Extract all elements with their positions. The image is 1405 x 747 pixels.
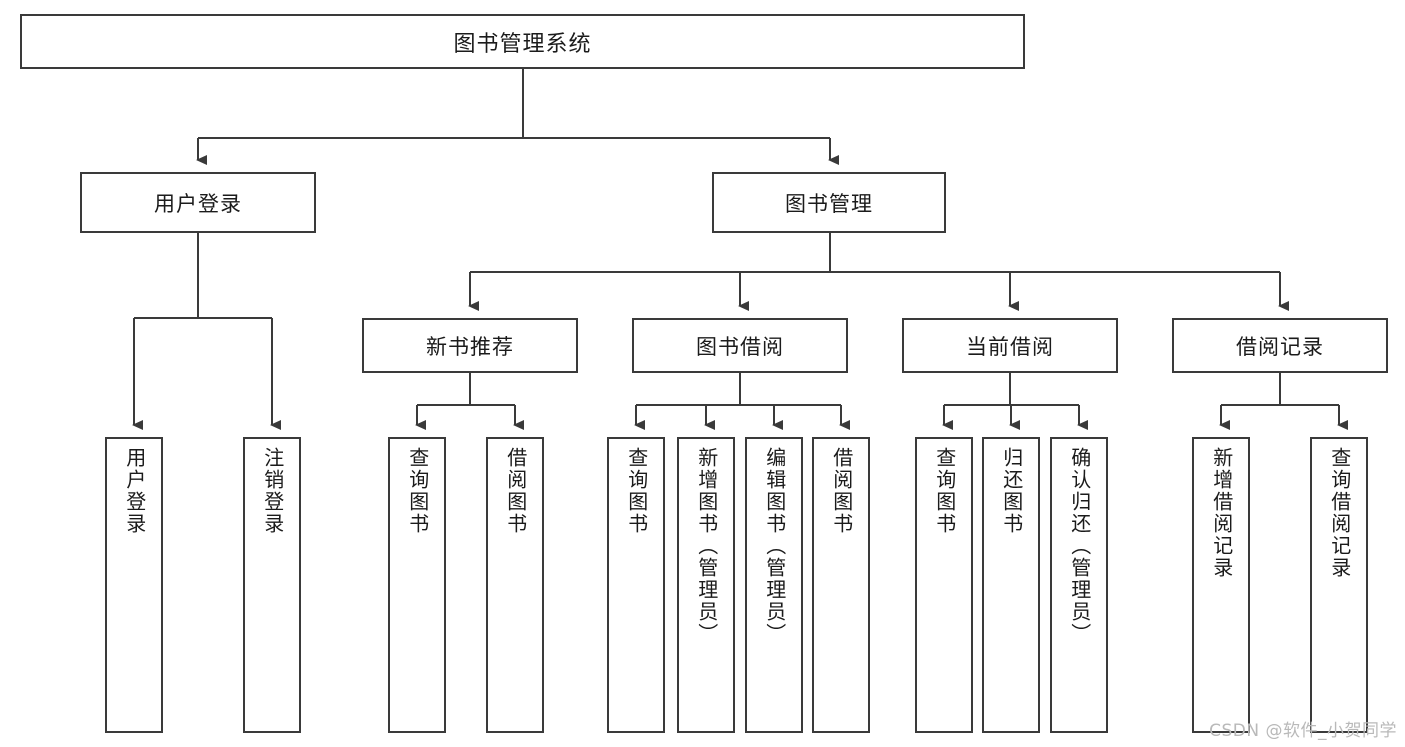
leaf-borrow-book-recommend-label: 借阅图书 [503, 447, 528, 535]
leaf-lend-book[interactable]: 借阅图书 [812, 437, 870, 733]
leaf-add-book-admin[interactable]: 新增图书（管理员） [677, 437, 735, 733]
leaf-add-borrow-record-label: 新增借阅记录 [1209, 447, 1234, 579]
leaf-add-book-admin-label: 新增图书（管理员） [694, 447, 719, 645]
node-root[interactable]: 图书管理系统 [20, 14, 1025, 69]
node-borrow-records[interactable]: 借阅记录 [1172, 318, 1388, 373]
node-user-login-label: 用户登录 [154, 191, 242, 216]
node-book-management[interactable]: 图书管理 [712, 172, 946, 233]
leaf-query-book-current[interactable]: 查询图书 [915, 437, 973, 733]
leaf-confirm-return-admin[interactable]: 确认归还（管理员） [1050, 437, 1108, 733]
node-book-borrow[interactable]: 图书借阅 [632, 318, 848, 373]
leaf-return-book[interactable]: 归还图书 [982, 437, 1040, 733]
leaf-logout[interactable]: 注销登录 [243, 437, 301, 733]
leaf-logout-label: 注销登录 [260, 447, 285, 535]
node-book-borrow-label: 图书借阅 [696, 334, 784, 359]
leaf-edit-book-admin-label: 编辑图书（管理员） [762, 447, 787, 645]
leaf-query-book-recommend-label: 查询图书 [405, 447, 430, 535]
node-borrow-records-label: 借阅记录 [1236, 334, 1324, 359]
node-current-borrow[interactable]: 当前借阅 [902, 318, 1118, 373]
leaf-query-book-borrow[interactable]: 查询图书 [607, 437, 665, 733]
leaf-query-book-borrow-label: 查询图书 [624, 447, 649, 535]
leaf-confirm-return-admin-label: 确认归还（管理员） [1067, 447, 1092, 645]
leaf-user-login-label: 用户登录 [122, 447, 147, 535]
node-new-book-recommend[interactable]: 新书推荐 [362, 318, 578, 373]
leaf-return-book-label: 归还图书 [999, 447, 1024, 535]
node-user-login[interactable]: 用户登录 [80, 172, 316, 233]
leaf-query-borrow-record[interactable]: 查询借阅记录 [1310, 437, 1368, 733]
leaf-query-borrow-record-label: 查询借阅记录 [1327, 447, 1352, 579]
leaf-edit-book-admin[interactable]: 编辑图书（管理员） [745, 437, 803, 733]
leaf-borrow-book-recommend[interactable]: 借阅图书 [486, 437, 544, 733]
node-book-management-label: 图书管理 [785, 191, 873, 216]
node-new-book-recommend-label: 新书推荐 [426, 334, 514, 359]
leaf-lend-book-label: 借阅图书 [829, 447, 854, 535]
leaf-user-login[interactable]: 用户登录 [105, 437, 163, 733]
leaf-query-book-recommend[interactable]: 查询图书 [388, 437, 446, 733]
node-root-label: 图书管理系统 [453, 31, 592, 57]
watermark: CSDN @软件_小贺同学 [1209, 721, 1397, 741]
node-current-borrow-label: 当前借阅 [966, 334, 1054, 359]
leaf-query-book-current-label: 查询图书 [932, 447, 957, 535]
leaf-add-borrow-record[interactable]: 新增借阅记录 [1192, 437, 1250, 733]
